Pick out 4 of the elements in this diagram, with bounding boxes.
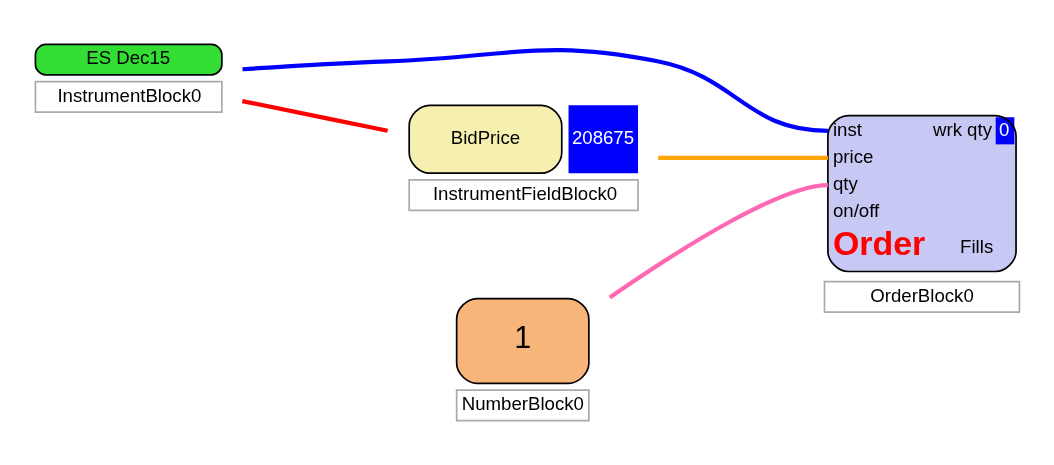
connector <box>608 182 829 300</box>
connector <box>242 48 828 133</box>
connector <box>658 155 828 161</box>
connector <box>241 99 389 133</box>
